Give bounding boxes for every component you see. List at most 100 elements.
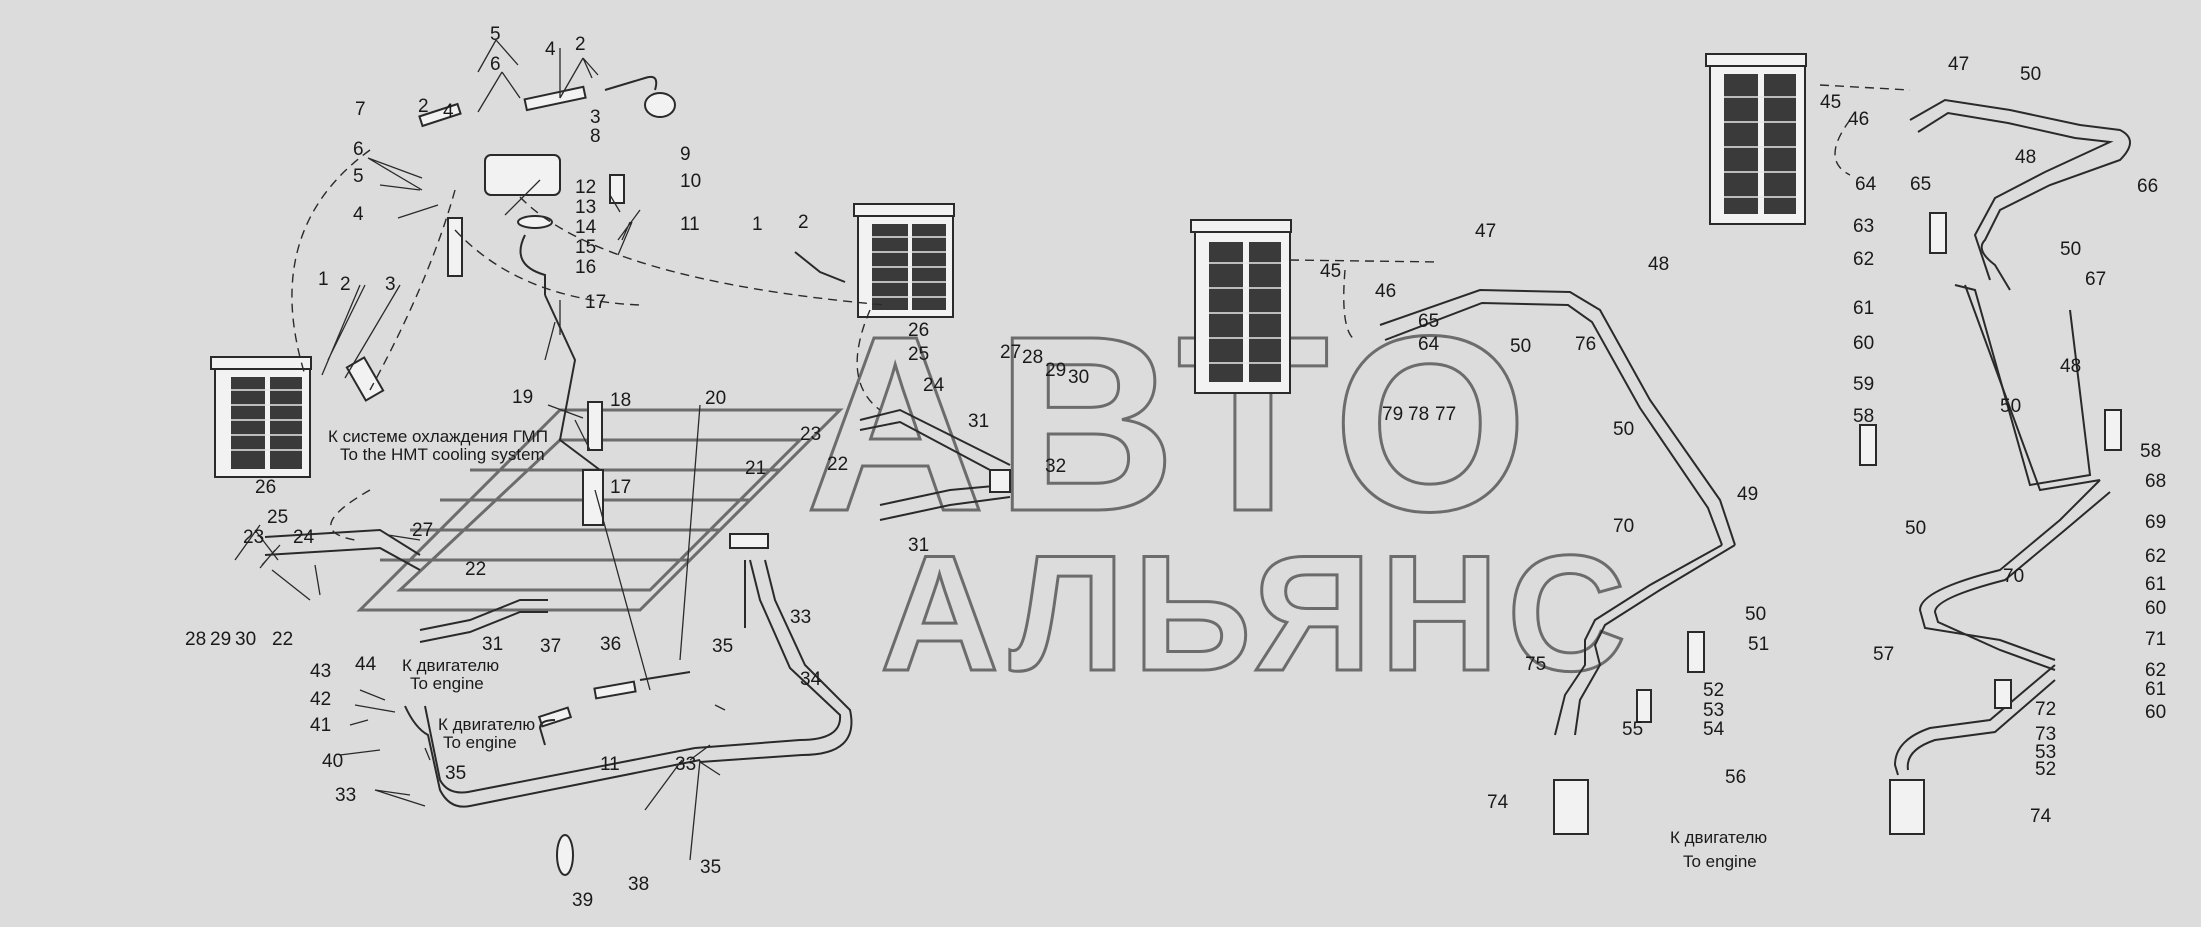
callout-26: 26 bbox=[255, 477, 276, 498]
callout-77: 77 bbox=[1435, 404, 1456, 425]
callout-34: 34 bbox=[800, 669, 822, 690]
callout-60: 60 bbox=[1853, 333, 1874, 354]
callout-50: 50 bbox=[1613, 419, 1634, 440]
callout-20: 20 bbox=[705, 388, 726, 409]
callout-60: 60 bbox=[2145, 702, 2166, 723]
callout-30: 30 bbox=[235, 629, 256, 650]
callout-65: 65 bbox=[1910, 174, 1931, 195]
callout-65: 65 bbox=[1418, 311, 1439, 332]
callout-19: 19 bbox=[512, 387, 533, 408]
callout-9: 9 bbox=[680, 144, 691, 165]
watermark-line-2: АЛЬЯНС bbox=[880, 521, 1634, 705]
callout-56: 56 bbox=[1725, 767, 1746, 788]
callout-31: 31 bbox=[968, 411, 989, 432]
callout-44: 44 bbox=[355, 654, 377, 675]
caption-engine-2-ru: К двигателю bbox=[438, 715, 535, 734]
callout-35: 35 bbox=[700, 857, 721, 878]
callout-41: 41 bbox=[310, 715, 331, 736]
watermark-emblem bbox=[356, 408, 844, 612]
callout-30: 30 bbox=[1068, 367, 1089, 388]
caption-engine-3-en: To engine bbox=[1683, 852, 1757, 871]
callout-59: 59 bbox=[1853, 374, 1874, 395]
callout-39: 39 bbox=[572, 890, 593, 911]
callout-32: 32 bbox=[1045, 456, 1066, 477]
callout-50: 50 bbox=[2000, 396, 2021, 417]
callout-74: 74 bbox=[2030, 806, 2052, 827]
radiator-far-right bbox=[1705, 53, 1807, 225]
callout-48: 48 bbox=[2060, 356, 2081, 377]
callout-64: 64 bbox=[1855, 174, 1877, 195]
callout-42: 42 bbox=[310, 689, 331, 710]
caption-engine-1-ru: К двигателю bbox=[402, 656, 499, 675]
callout-61: 61 bbox=[2145, 679, 2166, 700]
callout-35: 35 bbox=[445, 763, 466, 784]
caption-gmp-en: To the HMT cooling system bbox=[340, 445, 545, 464]
callout-5: 5 bbox=[490, 24, 501, 45]
callout-61: 61 bbox=[1853, 298, 1874, 319]
callout-4: 4 bbox=[545, 39, 556, 60]
callout-6: 6 bbox=[490, 54, 501, 75]
callout-50: 50 bbox=[1745, 604, 1766, 625]
callout-70: 70 bbox=[2003, 566, 2024, 587]
radiator-left bbox=[210, 356, 312, 478]
callout-27: 27 bbox=[412, 520, 433, 541]
callout-35: 35 bbox=[712, 636, 733, 657]
callout-66: 66 bbox=[2137, 176, 2158, 197]
leader-lines bbox=[234, 39, 726, 861]
caption-engine-2-en: To engine bbox=[443, 733, 517, 752]
watermark-line-1: АВТО bbox=[805, 284, 1538, 563]
callout-10: 10 bbox=[680, 171, 701, 192]
callout-74: 74 bbox=[1487, 792, 1509, 813]
callout-25: 25 bbox=[908, 344, 929, 365]
callout-70: 70 bbox=[1613, 516, 1634, 537]
callout-72: 72 bbox=[2035, 699, 2056, 720]
callout-71: 71 bbox=[2145, 629, 2166, 650]
caption-engine-1-en: To engine bbox=[410, 674, 484, 693]
callout-67: 67 bbox=[2085, 269, 2106, 290]
callout-54: 54 bbox=[1703, 719, 1725, 740]
callout-52: 52 bbox=[2035, 759, 2056, 780]
callout-15: 15 bbox=[575, 237, 596, 258]
callout-18: 18 bbox=[610, 390, 631, 411]
callout-3: 3 bbox=[590, 107, 601, 128]
callout-28: 28 bbox=[1022, 347, 1043, 368]
callout-64: 64 bbox=[1418, 334, 1440, 355]
callout-52: 52 bbox=[1703, 680, 1724, 701]
callout-53: 53 bbox=[1703, 700, 1724, 721]
callout-33: 33 bbox=[790, 607, 811, 628]
callout-22: 22 bbox=[272, 629, 293, 650]
callout-25: 25 bbox=[267, 507, 288, 528]
callout-45: 45 bbox=[1820, 92, 1841, 113]
callout-4: 4 bbox=[353, 204, 364, 225]
callout-50: 50 bbox=[1905, 518, 1926, 539]
callout-11: 11 bbox=[680, 214, 700, 235]
callout-49: 49 bbox=[1737, 484, 1758, 505]
callout-12: 12 bbox=[575, 177, 596, 198]
callout-40: 40 bbox=[322, 751, 343, 772]
callout-29: 29 bbox=[1045, 360, 1066, 381]
callout-24: 24 bbox=[923, 375, 945, 396]
callout-48: 48 bbox=[2015, 147, 2036, 168]
callout-79: 79 bbox=[1382, 404, 1403, 425]
callout-46: 46 bbox=[1375, 281, 1396, 302]
callout-29: 29 bbox=[210, 629, 231, 650]
callout-28: 28 bbox=[185, 629, 206, 650]
callout-36: 36 bbox=[600, 634, 621, 655]
callout-17: 17 bbox=[585, 292, 606, 313]
callout-38: 38 bbox=[628, 874, 649, 895]
callout-60: 60 bbox=[2145, 598, 2166, 619]
callout-51: 51 bbox=[1748, 634, 1769, 655]
callout-27: 27 bbox=[1000, 342, 1021, 363]
left-assembly bbox=[264, 75, 853, 876]
caption-gmp-ru: К системе охлаждения ГМП bbox=[328, 427, 548, 446]
callout-33: 33 bbox=[675, 754, 696, 775]
callout-1: 1 bbox=[752, 214, 763, 235]
caption-engine-3-ru: К двигателю bbox=[1670, 828, 1767, 847]
callout-16: 16 bbox=[575, 257, 596, 278]
center-assembly bbox=[794, 251, 1011, 521]
callout-50: 50 bbox=[2020, 64, 2041, 85]
callout-46: 46 bbox=[1848, 109, 1869, 130]
callout-73: 73 bbox=[2035, 724, 2056, 745]
captions: К системе охлаждения ГМП To the HMT cool… bbox=[328, 427, 1767, 871]
callout-22: 22 bbox=[465, 559, 486, 580]
